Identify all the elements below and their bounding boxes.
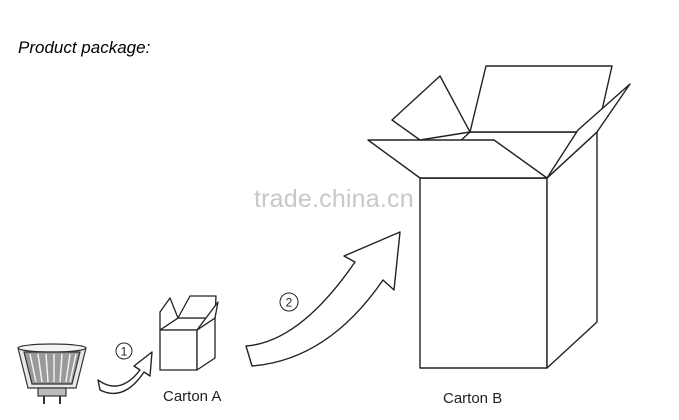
carton-a-label: Carton A: [163, 388, 222, 405]
step-2-number: 2: [286, 296, 293, 310]
watermark: trade.china.cn: [254, 185, 414, 213]
arrow-1-icon: [97, 351, 153, 395]
carton-a-icon: [159, 295, 219, 371]
step-1-marker: 1: [115, 342, 133, 360]
page-title: Product package:: [18, 38, 151, 57]
led-lamp-icon: [17, 343, 87, 404]
step-1-number: 1: [121, 345, 128, 359]
step-2-marker: 2: [279, 292, 299, 312]
carton-b-icon: [367, 65, 631, 369]
arrow-2-icon: [245, 231, 401, 367]
carton-b-label: Carton B: [443, 390, 503, 407]
